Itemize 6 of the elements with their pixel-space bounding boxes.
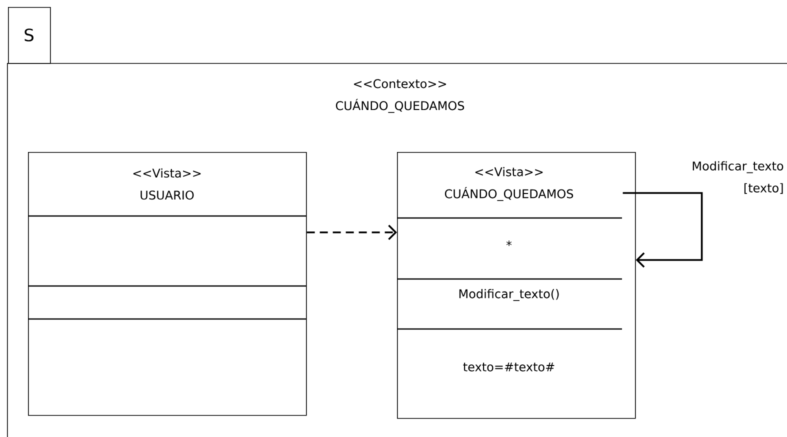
arrow bbox=[622, 192, 703, 268]
edge-label: Modificar_texto [texto] bbox=[692, 161, 784, 194]
frame-tab: S bbox=[8, 7, 51, 64]
class-box: <<Vista>> USUARIO bbox=[28, 152, 307, 416]
class-box: <<Vista>> CUÁNDO_QUEDAMOS * Modificar_texto() texto=#texto# bbox=[397, 152, 636, 419]
arrow bbox=[306, 224, 397, 240]
